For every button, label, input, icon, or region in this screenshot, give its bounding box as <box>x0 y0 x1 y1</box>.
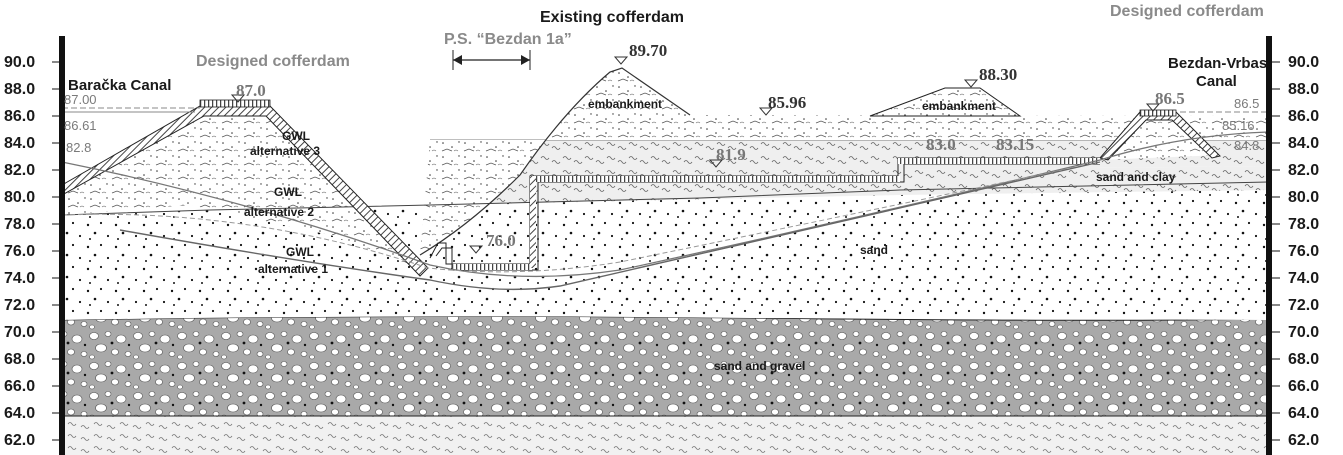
right-tick-label: 74.0 <box>1288 270 1319 287</box>
left-axis: 90.0 88.0 86.0 84.0 82.0 80.0 78.0 76.0 … <box>4 54 35 449</box>
gwl-alternative-1-line <box>119 161 1101 291</box>
left-cofferdam-crest <box>199 99 271 108</box>
left-tick-label: 80.0 <box>4 189 35 206</box>
level-83-0: 83.0 <box>926 135 956 154</box>
gwl-alternative-3-line <box>61 131 1269 278</box>
left-tick-label: 64.0 <box>4 405 35 422</box>
right-tick-label: 66.0 <box>1288 378 1319 395</box>
bezdan-vrbas-label-line1: Bezdan-Vrbas <box>1168 55 1267 72</box>
left-tick-label: 88.0 <box>4 81 35 98</box>
right-tick-label: 80.0 <box>1288 189 1319 206</box>
left-tick-label: 90.0 <box>4 54 35 71</box>
designed-cofferdam-left-label: Designed cofferdam <box>196 53 350 70</box>
gwl3-label-line2: alternative 3 <box>250 144 320 158</box>
left-cofferdam-fill <box>62 108 425 270</box>
left-tick-label: 78.0 <box>4 216 35 233</box>
existing-cofferdam-label: Existing cofferdam <box>540 9 684 26</box>
right-tick-label: 70.0 <box>1288 324 1319 341</box>
left-tick-label: 74.0 <box>4 270 35 287</box>
sand-and-gravel-layer <box>61 315 1269 417</box>
gwl1-label-line1: GWL <box>286 245 314 259</box>
right-tick-label: 72.0 <box>1288 297 1319 314</box>
left-tick-label: 86.0 <box>4 108 35 125</box>
left-tick-label: 72.0 <box>4 297 35 314</box>
embankment-2-label: embankment <box>922 99 996 113</box>
right-axis: 90.0 88.0 86.0 84.0 82.0 80.0 78.0 76.0 … <box>1288 54 1319 449</box>
level-sheet-top: 81.9 <box>716 145 746 164</box>
bottom-clay-layer <box>62 416 1268 455</box>
level-crest-right: 86.5 <box>1155 89 1185 108</box>
pit-bottom-hatch <box>452 264 532 270</box>
level-right-84-8: 84.8 <box>1234 138 1259 153</box>
existing-cofferdam-fill <box>420 68 1268 255</box>
pump-station-label: P.S. “Bezdan 1a” <box>444 31 572 48</box>
embankment-2-shape <box>869 87 1022 117</box>
upper-clay-layer <box>430 140 1268 175</box>
right-tick-label: 62.0 <box>1288 432 1319 449</box>
left-tick-label: 62.0 <box>4 432 35 449</box>
gwl-alternative-2-line <box>61 161 1101 273</box>
sand-and-clay-label: sand and clay <box>1096 170 1176 184</box>
right-tick-label: 82.0 <box>1288 162 1319 179</box>
level-right-85-16: 85.16 <box>1222 118 1255 133</box>
level-embankment2-crest: 88.30 <box>979 65 1017 84</box>
level-existing-crest: 89.70 <box>629 41 667 60</box>
designed-cofferdam-right-label: Designed cofferdam <box>1110 3 1264 20</box>
level-left-86-61: 86.61 <box>64 118 97 133</box>
sand-and-gravel-label: sand and gravel <box>714 359 805 373</box>
right-tick-label: 78.0 <box>1288 216 1319 233</box>
right-tick-label: 68.0 <box>1288 351 1319 368</box>
sheet-pile-wall <box>530 176 536 268</box>
gwl2-label-line2: alternative 2 <box>244 205 314 219</box>
embankment-1-label: embankment <box>588 97 662 111</box>
right-tick-label: 64.0 <box>1288 405 1319 422</box>
axis-tick-marks <box>52 61 1280 441</box>
level-crest-left: 87.0 <box>236 81 266 100</box>
right-tick-label: 88.0 <box>1288 81 1319 98</box>
left-tick-label: 66.0 <box>4 378 35 395</box>
gwl1-label-line2: alternative 1 <box>258 262 328 276</box>
level-83-15: 83.15 <box>996 135 1034 154</box>
level-left-82-8: 82.8 <box>66 140 91 155</box>
level-mid: 85.96 <box>768 93 806 112</box>
left-tick-label: 84.0 <box>4 135 35 152</box>
left-tick-label: 68.0 <box>4 351 35 368</box>
baracka-canal-label: Baračka Canal <box>68 77 171 94</box>
sheet-pile-top-hatch <box>530 176 900 182</box>
left-tick-label: 76.0 <box>4 243 35 260</box>
right-tick-label: 86.0 <box>1288 108 1319 125</box>
gwl2-label-line1: GWL <box>274 185 302 199</box>
level-left-87-00: 87.00 <box>64 92 97 107</box>
right-tick-label: 76.0 <box>1288 243 1319 260</box>
left-axis-bar <box>59 36 65 455</box>
gwl3-label-line1: GWL <box>282 129 310 143</box>
level-pit-bottom: 76.0 <box>486 231 516 250</box>
sand-label: sand <box>860 243 888 257</box>
level-right-86-5: 86.5 <box>1234 96 1259 111</box>
left-tick-label: 82.0 <box>4 162 35 179</box>
level-markers <box>230 56 1161 254</box>
right-tick-label: 84.0 <box>1288 135 1319 152</box>
left-tick-label: 70.0 <box>4 324 35 341</box>
right-axis-bar <box>1266 36 1272 455</box>
right-tick-label: 90.0 <box>1288 54 1319 71</box>
bezdan-vrbas-label-line2: Canal <box>1196 73 1237 90</box>
